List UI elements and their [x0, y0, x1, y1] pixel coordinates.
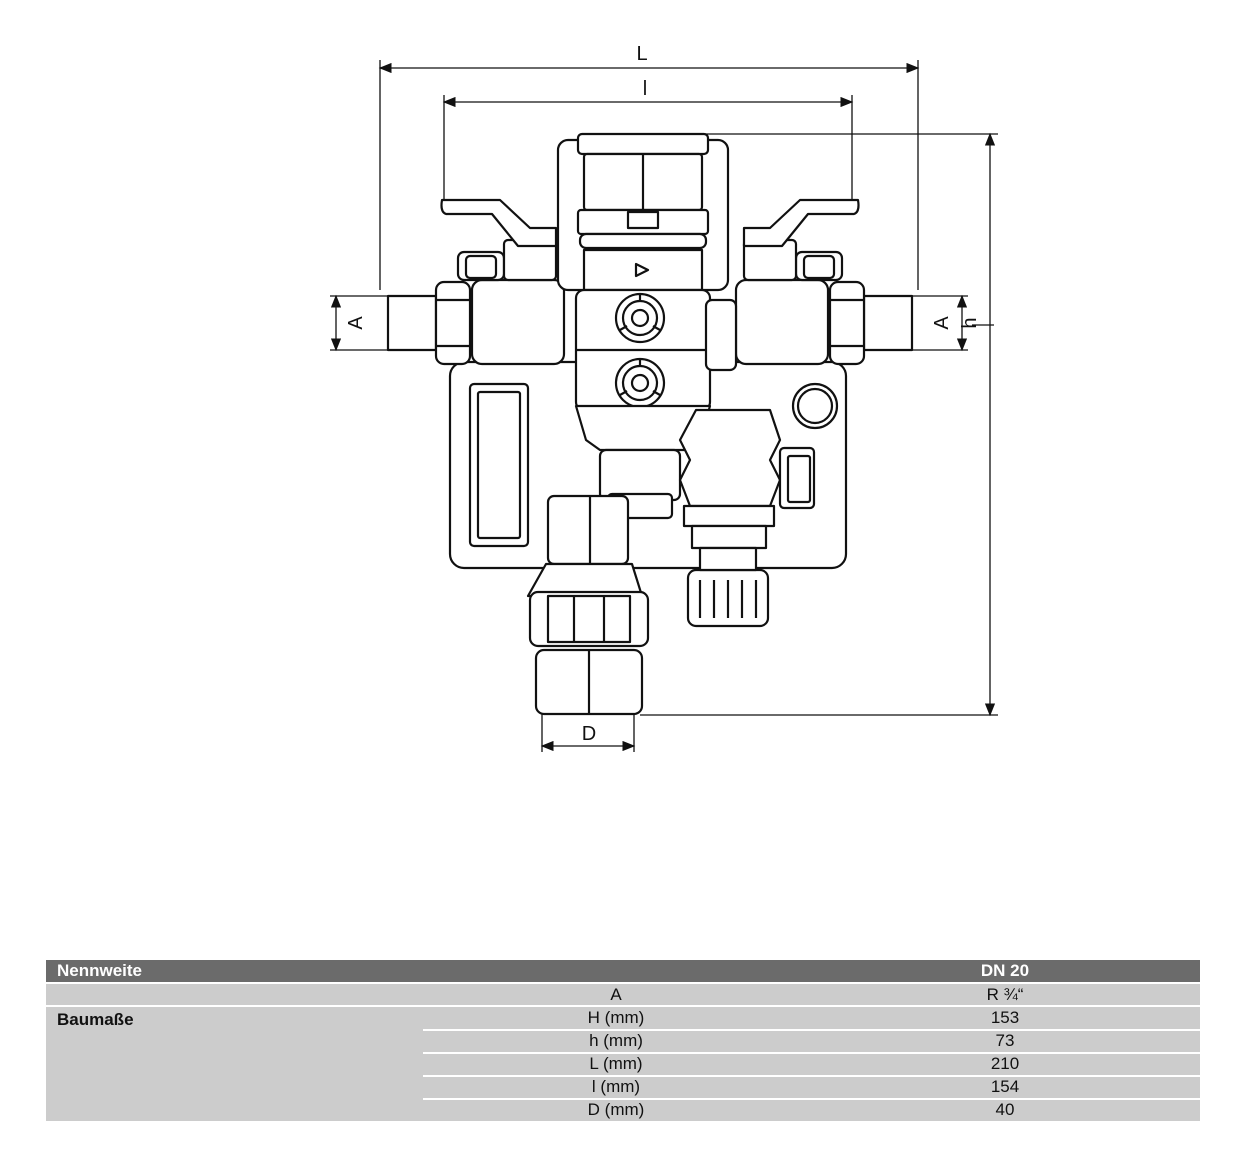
row-value: 73: [995, 1031, 1015, 1050]
connection-label: A: [610, 985, 622, 1004]
test-port-upper: [614, 292, 666, 344]
row-divider: [423, 1052, 1200, 1054]
row-label: l (mm): [591, 1077, 641, 1096]
dimension-labels: L l A A h D: [345, 43, 981, 745]
dim-label-A-right: A: [931, 316, 953, 330]
row-divider: [423, 1098, 1200, 1100]
row-value: 40: [995, 1100, 1015, 1119]
dim-label-A-left: A: [345, 316, 367, 330]
valve-assembly: [386, 132, 914, 716]
row-value: 154: [990, 1077, 1020, 1096]
table-row: D (mm) 40: [423, 1099, 1200, 1120]
table-row: l (mm) 154: [423, 1076, 1200, 1097]
dim-label-l: l: [643, 78, 647, 100]
dim-label-D: D: [582, 723, 596, 745]
row-label: H (mm): [587, 1008, 645, 1027]
technical-drawing: L l A A h D: [330, 43, 998, 752]
row-divider: [423, 1029, 1200, 1031]
connection-value: R ¾“: [986, 985, 1024, 1004]
row-label: D (mm): [587, 1100, 645, 1119]
dim-label-h: h: [959, 317, 981, 328]
table-row: H (mm) 153: [423, 1007, 1200, 1028]
row-value: 210: [990, 1054, 1020, 1073]
dimension-lines: [330, 60, 998, 752]
inlet-pipe-left: [386, 294, 438, 352]
nominal-size-label: Nennweite: [57, 961, 143, 980]
row-divider: [423, 1075, 1200, 1077]
dimensions-title: Baumaße: [57, 1010, 134, 1029]
connection-row: A R ¾“: [46, 984, 1200, 1005]
outlet-pipe-right: [862, 294, 914, 352]
spec-table: Nennweite DN 20 A R ¾“ Baumaße H (mm) 15…: [46, 960, 1200, 1121]
nominal-size-value: DN 20: [980, 961, 1030, 980]
dimensions-block: Baumaße H (mm) 153 h (mm) 73 L (mm) 210 …: [46, 1007, 1200, 1121]
dim-label-L: L: [636, 43, 647, 65]
test-port-lower: [614, 357, 666, 409]
row-label: h (mm): [589, 1031, 643, 1050]
table-header-row: Nennweite DN 20: [46, 960, 1200, 982]
row-value: 153: [990, 1008, 1020, 1027]
lever-left: [440, 198, 558, 248]
lever-right: [742, 198, 860, 248]
table-row: h (mm) 73: [423, 1030, 1200, 1051]
row-label: L (mm): [589, 1054, 643, 1073]
table-row: L (mm) 210: [423, 1053, 1200, 1074]
